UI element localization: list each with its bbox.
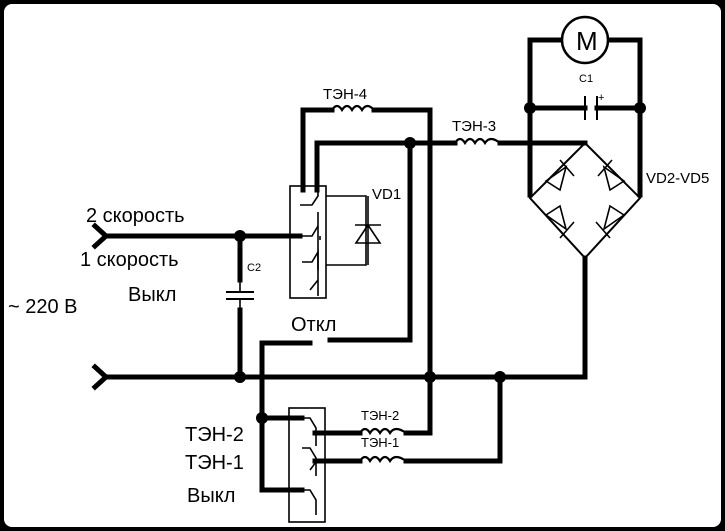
capacitor-c1 <box>584 96 598 120</box>
label-otkl: Откл <box>291 314 336 336</box>
label-ten2-right: ТЭН-2 <box>361 408 399 423</box>
label-ten4: ТЭН-4 <box>323 86 367 103</box>
label-ten3: ТЭН-3 <box>452 118 496 135</box>
diagram-frame: 2 скорость 1 скорость Выкл ~ 220 В C2 VD… <box>4 4 721 527</box>
relay-switch-upper <box>289 185 367 299</box>
label-ten1-left: ТЭН-1 <box>185 452 244 474</box>
label-c1: C1 <box>579 73 593 85</box>
label-c2: C2 <box>247 262 261 274</box>
heater-ten2 <box>359 427 407 436</box>
diode-vd1 <box>354 196 382 265</box>
labels: 2 скорость 1 скорость Выкл ~ 220 В C2 VD… <box>8 26 709 507</box>
label-ten2-left: ТЭН-2 <box>185 424 244 446</box>
wires <box>102 37 643 493</box>
label-motor: M <box>576 26 598 56</box>
label-vd1: VD1 <box>372 186 401 203</box>
label-bridge: VD2-VD5 <box>646 170 709 187</box>
junctions <box>234 102 646 424</box>
label-speed1: 1 скорость <box>80 249 179 271</box>
motor <box>560 15 610 65</box>
circuit-diagram: 2 скорость 1 скорость Выкл ~ 220 В C2 VD… <box>8 15 709 523</box>
label-c1-plus: + <box>598 92 604 104</box>
arrow-input-bottom <box>91 363 110 391</box>
capacitor-c2 <box>226 280 254 310</box>
switch-lower <box>288 407 326 523</box>
heater-ten1 <box>359 455 407 464</box>
heater-ten4 <box>331 104 375 113</box>
diode-bridge <box>528 141 642 260</box>
label-ten1-right: ТЭН-1 <box>361 435 399 450</box>
label-voltage: ~ 220 В <box>8 296 78 318</box>
label-speed2: 2 скорость <box>86 205 185 227</box>
label-off-left: Выкл <box>128 284 176 306</box>
label-off-bottom: Выкл <box>187 485 235 507</box>
arrow-input-top <box>91 222 110 250</box>
heater-ten3 <box>454 137 501 146</box>
